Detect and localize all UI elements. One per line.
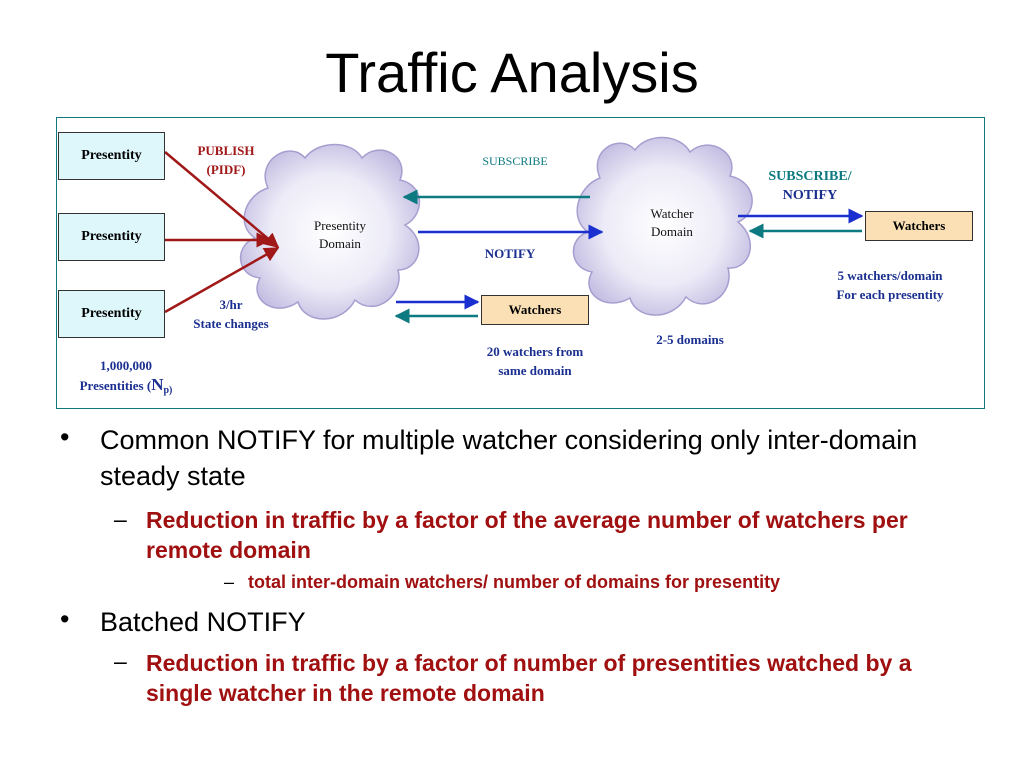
bullet-1: Common NOTIFY for multiple watcher consi…	[100, 425, 918, 491]
rate-label-line-1: 3/hr	[219, 297, 243, 312]
bullet-1-sub-sub: total inter-domain watchers/ number of d…	[248, 572, 781, 592]
watcher-domain-line-1: Watcher	[650, 206, 694, 221]
remote-watchers-note: 5 watchers/domain For each presentity	[805, 266, 975, 304]
subscribe-notify-label: SUBSCRIBE/ NOTIFY	[745, 167, 875, 205]
publish-label-line-2: (PIDF)	[206, 162, 246, 177]
remote-watchers-box: Watchers	[865, 211, 973, 241]
traffic-diagram	[56, 117, 985, 409]
watcher-domain-cloud	[572, 136, 753, 316]
subscribe-notify-line-1: SUBSCRIBE/	[768, 169, 852, 184]
bullet-2: Batched NOTIFY	[100, 607, 306, 637]
publish-arrow-1	[164, 151, 280, 248]
local-watchers-note-line-2: same domain	[498, 363, 572, 378]
presentity-count-label: 1,000,000 Presentities (Np)	[56, 356, 196, 400]
count-label-line-1: 1,000,000	[100, 358, 152, 373]
remote-watchers-note-line-2: For each presentity	[836, 287, 944, 302]
subscribe-notify-line-2: NOTIFY	[782, 188, 838, 203]
notify-label: NOTIFY	[484, 246, 536, 261]
count-label-subscript: p)	[163, 385, 173, 396]
count-label-n: N	[151, 375, 164, 394]
dash-2: –	[224, 572, 235, 592]
dash-3: –	[114, 648, 127, 674]
bullet-2-sub: Reduction in traffic by a factor of numb…	[146, 650, 912, 706]
subscribe-label: SUBSCRIBE	[482, 154, 548, 168]
local-watchers-note-line-1: 20 watchers from	[486, 344, 584, 359]
bullet-1-sub: Reduction in traffic by a factor of the …	[146, 507, 908, 563]
bullet-dot-2: •	[60, 604, 70, 634]
publish-label-line-1: PUBLISH	[197, 143, 255, 158]
local-watchers-note: 20 watchers from same domain	[455, 342, 615, 380]
presentity-domain-label: Presentity Domain	[290, 217, 390, 253]
rate-label-line-2: State changes	[193, 316, 269, 331]
watcher-domain-line-2: Domain	[651, 224, 693, 239]
presentity-box-1: Presentity	[58, 132, 165, 180]
rate-label: 3/hr State changes	[170, 295, 292, 333]
publish-label: PUBLISH (PIDF)	[186, 141, 266, 179]
presentity-domain-line-2: Domain	[319, 236, 361, 251]
presentity-box-2: Presentity	[58, 213, 165, 261]
presentity-domain-line-1: Presentity	[314, 218, 366, 233]
domains-note: 2-5 domains	[656, 332, 724, 347]
count-label-line-2: Presentities (Np)	[56, 375, 196, 400]
publish-arrow-3	[164, 246, 280, 314]
watcher-domain-label: Watcher Domain	[622, 205, 722, 241]
presentity-domain-cloud	[239, 143, 421, 320]
local-watchers-box: Watchers	[481, 295, 589, 325]
slide-title: Traffic Analysis	[325, 41, 699, 104]
remote-watchers-note-line-1: 5 watchers/domain	[837, 268, 943, 283]
count-label-text: Presentities (	[79, 378, 152, 393]
dash-1: –	[114, 506, 127, 532]
bullet-dot-1: •	[60, 422, 70, 452]
presentity-box-3: Presentity	[58, 290, 165, 338]
